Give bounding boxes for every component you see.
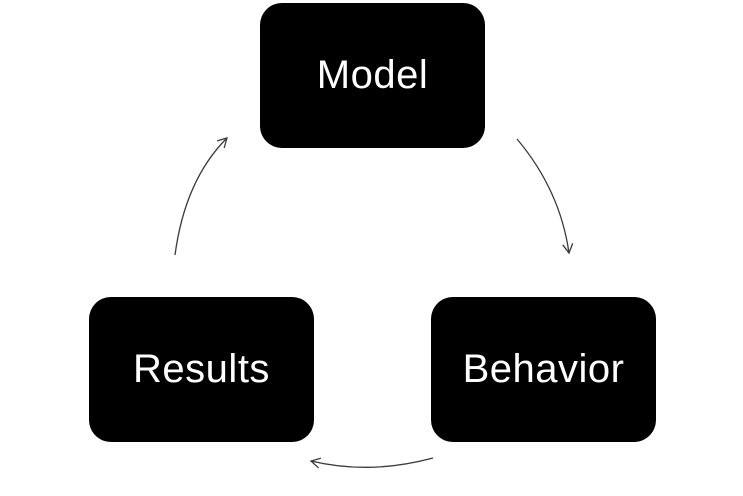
arrow-behavior-to-results xyxy=(309,457,434,469)
results-node: Results xyxy=(89,297,314,442)
arrow-model-to-behavior xyxy=(516,138,574,255)
results-label: Results xyxy=(133,347,270,391)
model-label: Model xyxy=(316,53,429,97)
arrow-results-to-model xyxy=(174,137,228,256)
behavior-node: Behavior xyxy=(431,297,656,442)
behavior-label: Behavior xyxy=(462,347,625,391)
model-node: Model xyxy=(260,3,485,148)
